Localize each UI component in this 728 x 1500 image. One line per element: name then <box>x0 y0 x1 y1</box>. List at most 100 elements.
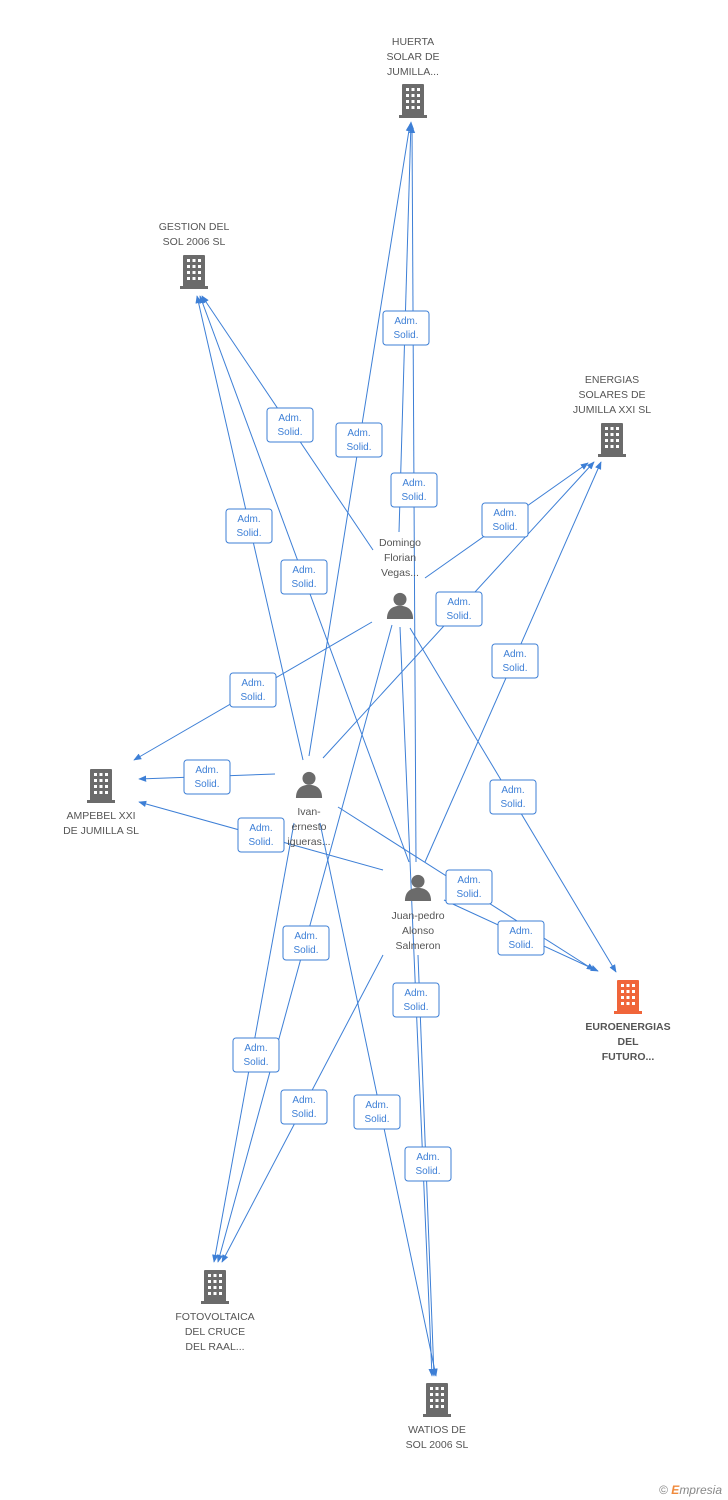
edge-label-line: Adm. <box>493 508 516 519</box>
edge-label-line: Adm. <box>241 678 264 689</box>
node-label-line: SOLARES DE <box>578 389 645 401</box>
edge-label-line: Solid. <box>236 528 261 539</box>
edge-label-line: Solid. <box>346 442 371 453</box>
edge-label-line: Adm. <box>249 823 272 834</box>
edge-label-line: Adm. <box>365 1100 388 1111</box>
person-node-ivan[interactable]: Ivan-ernestoigueras... <box>287 771 331 848</box>
company-node-energias[interactable]: ENERGIAS SOLARES DE JUMILLA XXI SL <box>573 374 651 457</box>
edge-label-domingo-to-gestion[interactable]: Adm. Solid. <box>266 407 314 443</box>
edge-label-line: Adm. <box>292 1095 315 1106</box>
node-label-line: Ivan- <box>297 806 321 818</box>
building-icon <box>87 769 115 803</box>
building-icon <box>180 255 208 289</box>
edge-label-line: Solid. <box>500 799 525 810</box>
edge-label-line: Adm. <box>237 514 260 525</box>
edge-label-line: Adm. <box>509 926 532 937</box>
edge-label-ivan-to-foto[interactable]: Adm.Solid. <box>232 1037 280 1073</box>
company-node-gestion[interactable]: GESTION DEL SOL 2006 SL <box>159 221 230 289</box>
node-label-line: JUMILLA... <box>387 66 439 78</box>
node-label-line: SOL 2006 SL <box>406 1439 469 1451</box>
edge-label-line: Adm. <box>292 565 315 576</box>
node-label-line: igueras... <box>287 836 330 848</box>
edge-label-juan-to-gestion[interactable]: Adm. Solid. <box>280 559 328 595</box>
edge-label-domingo-to-watios[interactable]: Adm.Solid. <box>392 982 440 1018</box>
building-icon <box>399 84 427 118</box>
edge-label-juan-to-huerta[interactable]: Adm.Solid. <box>382 310 430 346</box>
empresia-logo[interactable]: © Empresia <box>659 1483 722 1497</box>
edge-label-line: Solid. <box>508 940 533 951</box>
edge-label-ivan-to-gestion[interactable]: Adm. Solid. <box>225 508 273 544</box>
edge-label-line: Adm. <box>195 765 218 776</box>
edges-layer <box>133 121 617 1377</box>
brand-name: mpresia <box>679 1483 722 1497</box>
node-label-line: Vegas... <box>381 567 419 579</box>
edge-label-ivan-to-euro[interactable]: Adm.Solid. <box>445 869 493 905</box>
building-icon <box>423 1383 451 1417</box>
edge-label-line: Adm. <box>404 988 427 999</box>
edge-label-juan-to-energias[interactable]: Adm. Solid. <box>491 643 539 679</box>
company-node-ampebel[interactable]: AMPEBEL XXI DE JUMILLA SL <box>63 769 139 837</box>
edge-label-juan-to-euro[interactable]: Adm. Solid. <box>497 920 545 956</box>
node-label-line: GESTION DEL <box>159 221 230 233</box>
edge-label-ivan-to-energias[interactable]: Adm.Solid. <box>435 591 483 627</box>
edge-label-juan-to-ampebel[interactable]: Adm. Solid. <box>237 817 285 853</box>
edge-label-ivan-to-huerta[interactable]: Adm. Solid. <box>335 422 383 458</box>
edge-label-line: Adm. <box>503 649 526 660</box>
node-label-line: FOTOVOLTAICA <box>175 1311 254 1323</box>
edge-label-line: Adm. <box>278 413 301 424</box>
edge-label-line: Solid. <box>364 1114 389 1125</box>
edge-label-line: Solid. <box>291 579 316 590</box>
node-label-line: AMPEBEL XXI <box>66 810 135 822</box>
edge-label-line: Solid. <box>415 1166 440 1177</box>
node-label-line: EUROENERGIAS <box>585 1021 670 1033</box>
brand-initial: E <box>671 1483 680 1497</box>
edge-label-line: Solid. <box>446 611 471 622</box>
edge-label-line: Adm. <box>416 1152 439 1163</box>
building-icon <box>201 1270 229 1304</box>
person-icon <box>386 592 414 619</box>
edge-label-line: Solid. <box>502 663 527 674</box>
building-icon <box>598 423 626 457</box>
company-node-euro[interactable]: EUROENERGIAS DEL FUTURO... <box>585 980 671 1063</box>
edge-label-ivan-to-watios[interactable]: Adm. Solid. <box>353 1094 401 1130</box>
node-label-line: DEL RAAL... <box>185 1341 244 1353</box>
edge-label-line: Adm. <box>501 785 524 796</box>
person-icon <box>295 771 323 798</box>
edge-label-line: Solid. <box>401 492 426 503</box>
node-label-line: DEL CRUCE <box>185 1326 245 1338</box>
edge-label-line: Solid. <box>243 1057 268 1068</box>
edge-label-line: Solid. <box>277 427 302 438</box>
node-label-line: Alonso <box>402 925 434 937</box>
node-label-line: FUTURO... <box>602 1051 655 1063</box>
edge-label-line: Adm. <box>347 428 370 439</box>
edge-label-juan-to-watios[interactable]: Adm. Solid. <box>404 1146 452 1182</box>
node-label-line: DEL <box>618 1036 640 1048</box>
edge-label-line: Solid. <box>393 330 418 341</box>
node-label-line: Domingo <box>379 537 421 549</box>
node-label-line: ENERGIAS <box>585 374 639 386</box>
edge-label-domingo-to-huerta[interactable]: Adm.Solid. <box>390 472 438 508</box>
edge-label-domingo-to-foto[interactable]: Adm.Solid. <box>282 925 330 961</box>
copyright-symbol: © <box>659 1483 668 1497</box>
node-label-line: DE JUMILLA SL <box>63 825 139 837</box>
edge-label-line: Solid. <box>248 837 273 848</box>
edge-label-domingo-to-euro[interactable]: Adm. Solid. <box>489 779 537 815</box>
person-node-domingo[interactable]: DomingoFlorianVegas... <box>379 537 421 619</box>
company-node-foto[interactable]: FOTOVOLTAICA DEL CRUCE DEL RAAL... <box>175 1270 255 1353</box>
edge-label-line: Solid. <box>293 945 318 956</box>
edge-label-ivan-to-ampebel[interactable]: Adm.Solid. <box>183 759 231 795</box>
node-label-line: SOLAR DE <box>386 51 439 63</box>
node-label-line: Salmeron <box>396 940 441 952</box>
edge-label-domingo-to-energias[interactable]: Adm.Solid. <box>481 502 529 538</box>
node-label-line: JUMILLA XXI SL <box>573 404 651 416</box>
edge-label-juan-to-foto[interactable]: Adm.Solid. <box>280 1089 328 1125</box>
node-label-line: Florian <box>384 552 416 564</box>
edge-label-domingo-to-ampebel[interactable]: Adm.Solid. <box>229 672 277 708</box>
edge-label-line: Solid. <box>456 889 481 900</box>
node-label-line: SOL 2006 SL <box>163 236 226 248</box>
